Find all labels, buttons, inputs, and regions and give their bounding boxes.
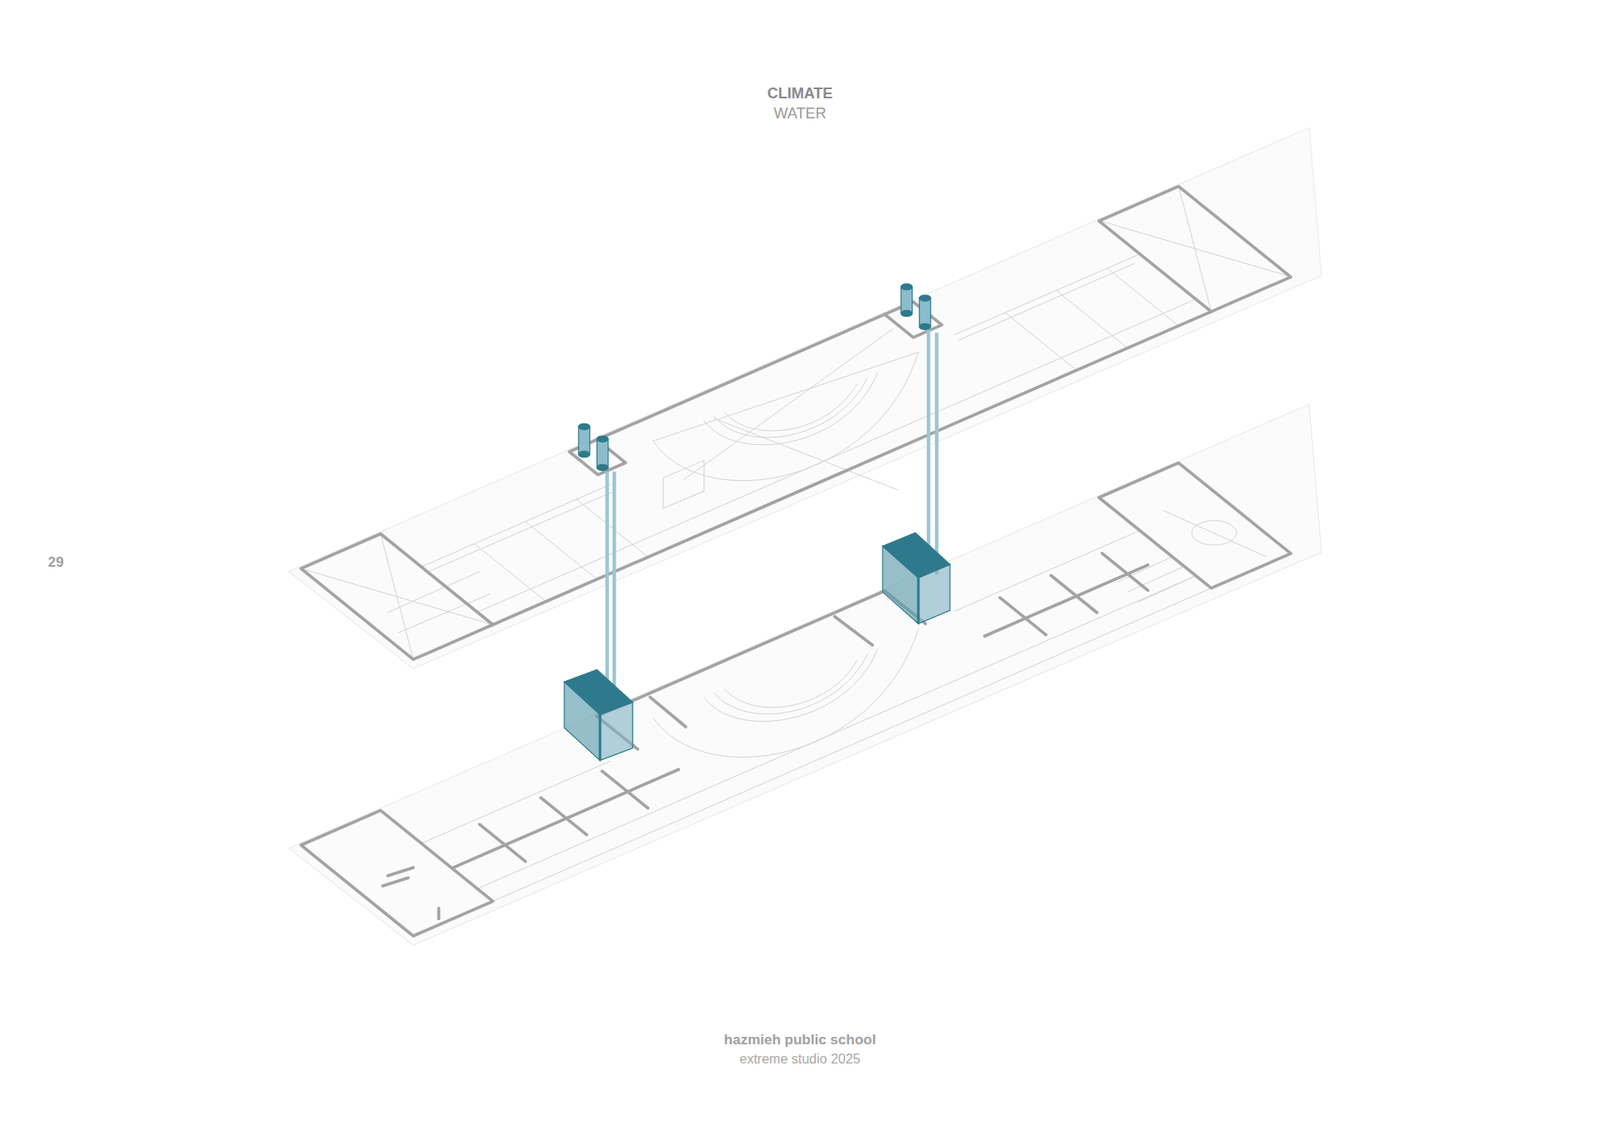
water-pipes (607, 330, 938, 710)
page-title: CLIMATE (767, 85, 834, 104)
project-name: hazmieh public school (724, 1031, 876, 1049)
rooftop-cylinders (578, 284, 930, 471)
lower-floor-plan (289, 404, 1322, 945)
water-tank (882, 532, 950, 624)
subtitle: WATER (774, 105, 827, 124)
page-number: 29 (48, 554, 65, 571)
water-tank (564, 669, 633, 760)
studio-credit: extreme studio 2025 (740, 1050, 861, 1067)
